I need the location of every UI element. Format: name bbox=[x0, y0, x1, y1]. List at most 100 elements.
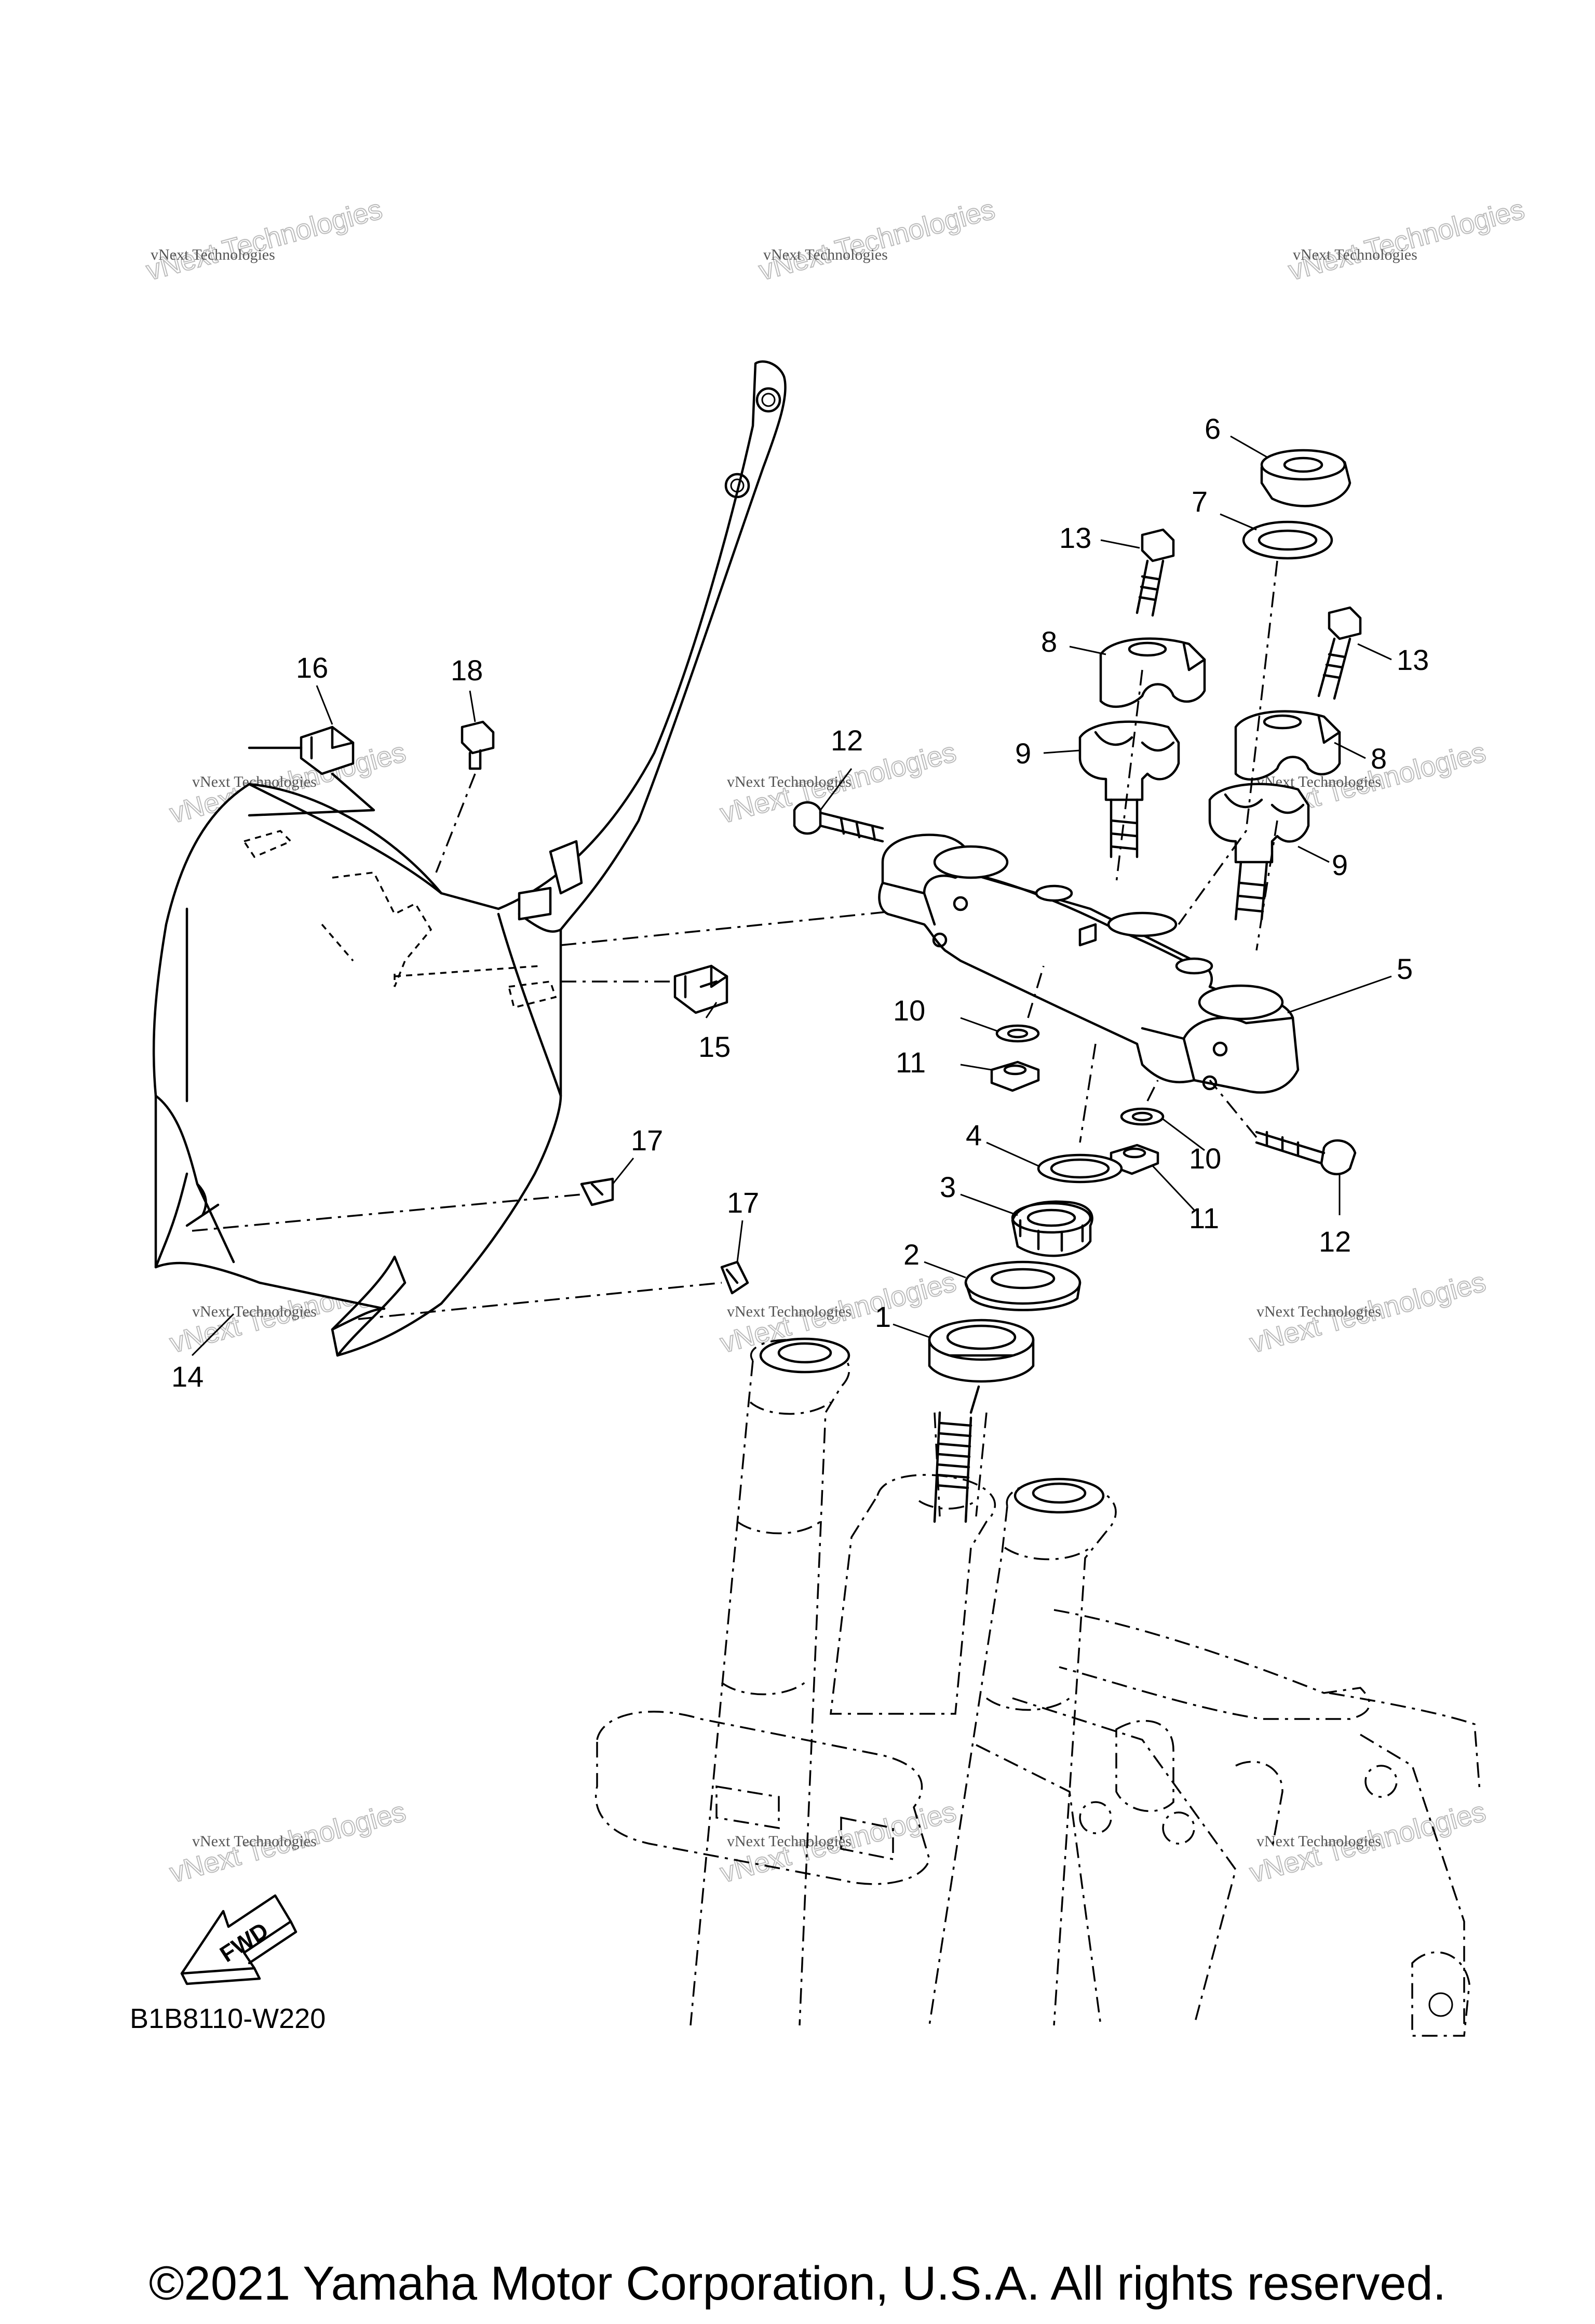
washer-outer bbox=[995, 1024, 1040, 1043]
watermark-small-text: vNext Technologies bbox=[192, 1303, 317, 1320]
watermark-small-text: vNext Technologies bbox=[1256, 1303, 1381, 1320]
leader-8-left bbox=[1069, 646, 1106, 655]
bolt-head bbox=[1141, 528, 1175, 562]
callout-13-left: 13 bbox=[1059, 521, 1091, 554]
leader-3 bbox=[960, 1193, 1018, 1216]
watermark-small-text: vNext Technologies bbox=[1293, 246, 1417, 263]
leader-14 bbox=[191, 1313, 235, 1356]
holder-edge bbox=[1317, 715, 1341, 744]
ring-nut-top bbox=[1011, 1202, 1092, 1234]
leader-11-left bbox=[960, 1064, 992, 1071]
watermark-small-text: vNext Technologies bbox=[727, 773, 851, 790]
part-2-bearing-cover bbox=[964, 1260, 1082, 1311]
number-plate-hidden-clip-mid bbox=[507, 980, 557, 1009]
part-15-clip bbox=[561, 964, 728, 1014]
bearing-leader-line bbox=[969, 1385, 980, 1414]
callout-1: 1 bbox=[875, 1300, 891, 1333]
holder-body bbox=[1099, 637, 1206, 708]
leader-17-upper bbox=[612, 1158, 634, 1185]
handlebar-mount-hole-left bbox=[1035, 884, 1073, 902]
triple-clamp-body bbox=[878, 834, 1300, 1094]
part-5-upper-triple-clamp bbox=[878, 834, 1300, 1094]
callout-7: 7 bbox=[1192, 485, 1208, 518]
callout-15: 15 bbox=[698, 1030, 731, 1063]
part-4-washer bbox=[1037, 1043, 1123, 1184]
nut-body bbox=[580, 1177, 614, 1206]
leader-10-right bbox=[1163, 1118, 1205, 1151]
part-17-nut-upper bbox=[192, 1177, 614, 1232]
number-plate-lower-flap bbox=[331, 1255, 407, 1357]
nut-detail bbox=[725, 1268, 739, 1284]
callout-17-upper: 17 bbox=[631, 1124, 663, 1157]
bolt-leader-line bbox=[435, 773, 476, 873]
triple-clamp-right-bore bbox=[1198, 984, 1284, 1020]
fork-cap-inner bbox=[1032, 1482, 1087, 1504]
leader-9-left bbox=[1043, 749, 1080, 754]
washer-inner bbox=[1258, 529, 1318, 551]
bolt-head bbox=[461, 720, 495, 755]
part-10-washer-left bbox=[995, 1024, 1040, 1043]
part-9-lower-holder-left bbox=[1078, 720, 1180, 858]
callout-16: 16 bbox=[296, 651, 328, 684]
washer-outer bbox=[1242, 520, 1333, 560]
diagram-code: B1B8110-W220 bbox=[130, 2003, 326, 2034]
washer-leader-line bbox=[1079, 1043, 1097, 1143]
triple-clamp-stem-bore bbox=[1107, 911, 1178, 937]
bolt-threads bbox=[819, 811, 884, 843]
callout-10-left: 10 bbox=[893, 994, 925, 1027]
part-13-bolt-left bbox=[1136, 528, 1175, 617]
watermark-small-text: vNext Technologies bbox=[727, 1833, 851, 1850]
clip-edges bbox=[684, 964, 728, 999]
forward-direction-indicator: FWD bbox=[180, 1894, 298, 1985]
callout-8-right: 8 bbox=[1371, 742, 1387, 775]
nut-bore bbox=[1283, 456, 1323, 473]
number-plate-left-edge bbox=[154, 907, 188, 1269]
part-16-clip-nut bbox=[248, 726, 375, 817]
watermark: vNext Technologies vNext Technologies bbox=[717, 1795, 960, 1889]
part-8-upper-holder-left bbox=[1099, 637, 1206, 708]
clip-nut-guide bbox=[248, 746, 375, 817]
pinch-bolt-hole-right bbox=[1212, 1041, 1228, 1057]
frame-gusset bbox=[1115, 1720, 1283, 1849]
watermark: vNext Technologies vNext Technologies bbox=[1246, 1266, 1490, 1360]
callout-5: 5 bbox=[1397, 952, 1413, 985]
washer-outer bbox=[1120, 1107, 1165, 1126]
triple-clamp-right-boss bbox=[1141, 1016, 1294, 1082]
part-11-nut-left bbox=[990, 1060, 1040, 1092]
callout-9-right: 9 bbox=[1332, 849, 1348, 881]
number-plate-inner-edge bbox=[154, 783, 562, 1264]
part-10-washer-right bbox=[1120, 1107, 1165, 1126]
copyright-notice: ©2021 Yamaha Motor Corporation, U.S.A. A… bbox=[148, 2257, 1447, 2310]
holder-body bbox=[1208, 783, 1310, 864]
lower-triple-clamp bbox=[594, 1711, 930, 1885]
holder-saddle bbox=[1224, 793, 1305, 814]
steering-stem-head bbox=[918, 1500, 977, 1510]
ring-nut-slots bbox=[1019, 1219, 1084, 1252]
frame-and-fork-reference bbox=[594, 1339, 1481, 2037]
fork-cap-inner bbox=[777, 1342, 832, 1364]
leader-11-right bbox=[1152, 1165, 1195, 1211]
watermark-large-text: vNext Technologies bbox=[143, 194, 385, 287]
steering-stem-shaft bbox=[830, 1412, 996, 1715]
pinch-bolt-hole-left bbox=[953, 896, 968, 911]
triple-clamp-top-ridge bbox=[964, 871, 1185, 962]
nut-top-face bbox=[1260, 449, 1346, 481]
watermark-large-text: vNext Technologies bbox=[1285, 194, 1528, 287]
pinch-bolt-hole-right-lower bbox=[1202, 1075, 1218, 1091]
watermark: vNext Technologies vNext Technologies bbox=[166, 1795, 410, 1889]
plate-to-clamp-leader bbox=[560, 892, 1070, 946]
callout-3: 3 bbox=[940, 1171, 956, 1203]
leader-13-left bbox=[1100, 539, 1140, 549]
bolt-threads bbox=[1255, 1131, 1326, 1165]
bolt-head bbox=[1320, 1139, 1357, 1175]
bolt-threads bbox=[1317, 637, 1351, 700]
leader-16 bbox=[316, 685, 333, 725]
number-plate-outline bbox=[152, 360, 787, 1357]
holder-edge bbox=[1182, 642, 1206, 671]
leader-6 bbox=[1230, 435, 1267, 458]
triple-clamp-left-bore bbox=[933, 845, 1009, 879]
bolt-threads bbox=[1136, 559, 1165, 617]
stud-leader-right bbox=[1146, 1080, 1159, 1101]
watermark-large-text: vNext Technologies bbox=[755, 194, 998, 287]
